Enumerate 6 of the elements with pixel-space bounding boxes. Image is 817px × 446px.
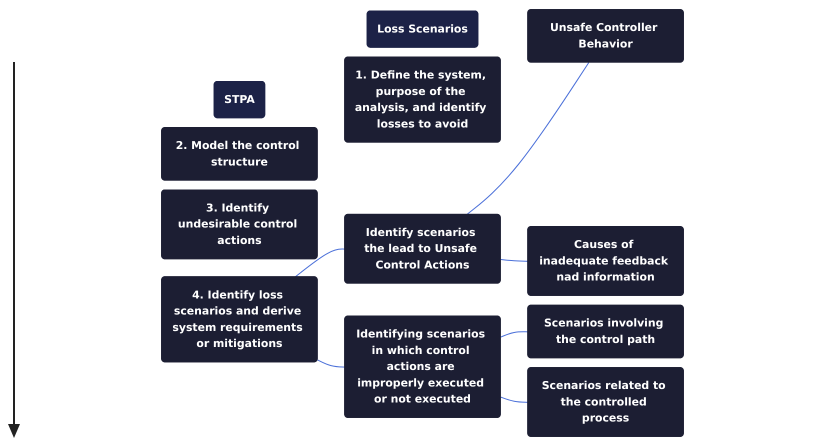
connector [500, 396, 528, 403]
connector [500, 331, 528, 338]
connector [317, 360, 345, 368]
connector [294, 248, 345, 278]
connector [500, 259, 528, 262]
connector [466, 62, 590, 215]
